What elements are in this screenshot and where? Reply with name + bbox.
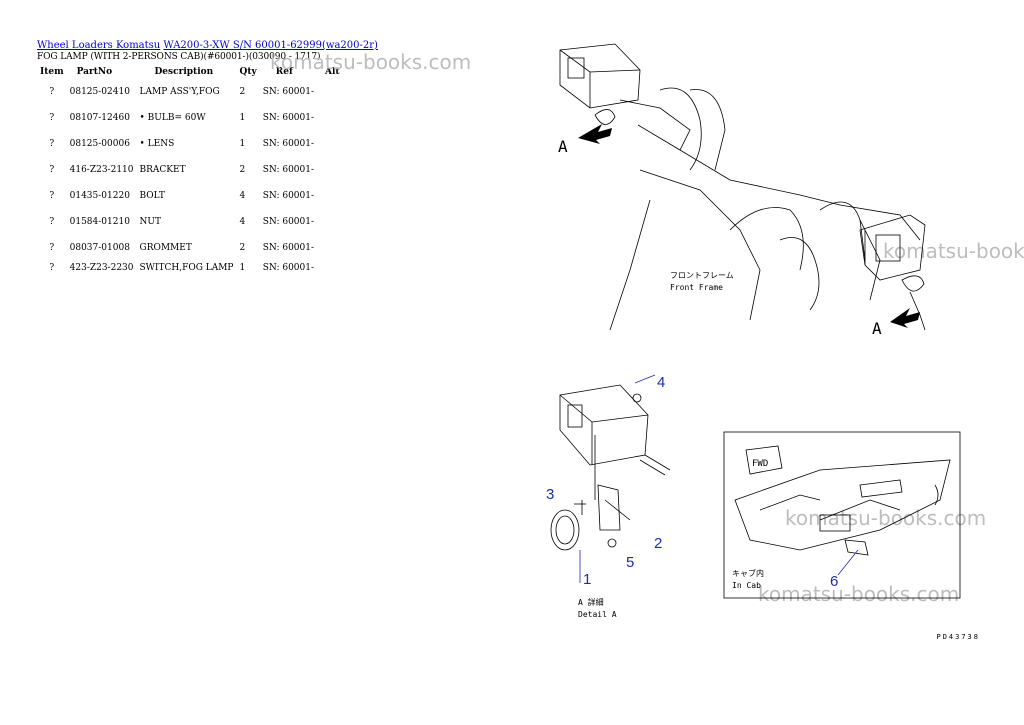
in-cab-label: In Cab (732, 581, 761, 590)
cell-item: ? (49, 243, 55, 253)
callout-1: 1 (583, 571, 591, 588)
callout-5: 5 (626, 554, 634, 571)
cell-partno: 08125-00006 (69, 139, 130, 149)
col-qty-header: Qty (239, 67, 257, 77)
detail-label-jp: A 詳細 (578, 597, 604, 607)
front-frame-drawing (559, 43, 926, 331)
table-row: ? 01435-01220 BOLT 4 SN: 60001- (37, 183, 343, 209)
cell-partno: 01584-01210 (69, 217, 130, 227)
cell-qty: 2 (239, 165, 246, 175)
detail-a-drawing (550, 384, 671, 551)
svg-text:A: A (872, 319, 882, 338)
callout-4: 4 (657, 374, 665, 391)
cell-alt (317, 131, 343, 157)
cell-description: NUT (139, 217, 161, 227)
svg-text:FWD: FWD (752, 459, 768, 469)
cell-item: ? (49, 165, 55, 175)
svg-text:A: A (558, 137, 568, 156)
front-frame-label: Front Frame (670, 283, 723, 292)
col-ref-header: Ref (275, 67, 293, 77)
cell-ref: SN: 60001- (262, 263, 315, 273)
callout-6: 6 (830, 573, 838, 590)
cell-description: SWITCH,FOG LAMP (139, 263, 234, 273)
cell-partno: 416-Z23-2110 (69, 165, 134, 175)
in-cab-drawing: FWD (734, 445, 951, 556)
cell-item: ? (49, 263, 55, 273)
cell-qty: 1 (239, 113, 246, 123)
cell-partno: 08107-12460 (69, 113, 130, 123)
cell-qty: 1 (239, 263, 246, 273)
table-row: ? 08125-02410 LAMP ASS'Y,FOG 2 SN: 60001- (37, 79, 343, 105)
cell-qty: 4 (239, 191, 246, 201)
view-arrow-a-bottom: A (872, 308, 920, 338)
cell-qty: 1 (239, 139, 246, 149)
cell-description: BOLT (139, 191, 165, 201)
drawing-code: PD43738 (936, 633, 980, 641)
cell-alt (317, 261, 343, 275)
cell-ref: SN: 60001- (262, 87, 315, 97)
cell-alt (317, 183, 343, 209)
col-partno-header: PartNo (76, 67, 113, 77)
cell-alt (317, 79, 343, 105)
cell-ref: SN: 60001- (262, 113, 315, 123)
page-subtitle: FOG LAMP (WITH 2-PERSONS CAB)(#60001-)(0… (37, 52, 321, 62)
cell-qty: 4 (239, 217, 246, 227)
cell-description: GROMMET (139, 243, 192, 253)
table-row: ? 08107-12460 • BULB= 60W 1 SN: 60001- (37, 105, 343, 131)
cell-description: LAMP ASS'Y,FOG (139, 87, 220, 97)
table-header-row: Item PartNo Description Qty Ref Alt (37, 65, 343, 79)
cell-ref: SN: 60001- (262, 217, 315, 227)
cell-description: • BULB= 60W (139, 113, 206, 123)
cell-ref: SN: 60001- (262, 165, 315, 175)
cell-description: BRACKET (139, 165, 186, 175)
cell-alt (317, 235, 343, 261)
cell-ref: SN: 60001- (262, 191, 315, 201)
cell-partno: 423-Z23-2230 (69, 263, 134, 273)
cell-partno: 01435-01220 (69, 191, 130, 201)
cell-qty: 2 (239, 243, 246, 253)
cell-partno: 08037-01008 (69, 243, 130, 253)
col-description-header: Description (154, 67, 214, 77)
cell-item: ? (49, 113, 55, 123)
cell-alt (317, 209, 343, 235)
breadcrumb-link-category[interactable]: Wheel Loaders Komatsu (37, 40, 161, 51)
cell-item: ? (49, 217, 55, 227)
callout-3: 3 (546, 486, 554, 503)
cell-alt (317, 157, 343, 183)
table-row: ? 423-Z23-2230 SWITCH,FOG LAMP 1 SN: 60001- (37, 261, 343, 275)
cell-qty: 2 (239, 87, 246, 97)
parts-diagram: A A フロントフレーム Front Frame 4 3 2 5 1 A 詳細 … (546, 43, 961, 619)
table-row: ? 08125-00006 • LENS 1 SN: 60001- (37, 131, 343, 157)
breadcrumb: Wheel Loaders Komatsu WA200-3-XW S/N 600… (37, 40, 378, 51)
cell-item: ? (49, 139, 55, 149)
col-alt-header: Alt (325, 67, 340, 77)
breadcrumb-link-model[interactable]: WA200-3-XW S/N 60001-62999(wa200-2r) (163, 40, 378, 51)
col-item-header: Item (40, 67, 64, 77)
detail-label: Detail A (578, 610, 617, 619)
in-cab-label-jp: キャブ内 (732, 568, 764, 578)
cell-ref: SN: 60001- (262, 243, 315, 253)
front-frame-label-jp: フロントフレーム (670, 271, 734, 280)
cell-partno: 08125-02410 (69, 87, 130, 97)
view-arrow-a-top: A (558, 124, 612, 156)
cell-ref: SN: 60001- (262, 139, 315, 149)
table-row: ? 01584-01210 NUT 4 SN: 60001- (37, 209, 343, 235)
cell-description: • LENS (139, 139, 175, 149)
cell-item: ? (49, 191, 55, 201)
cell-alt (317, 105, 343, 131)
cell-item: ? (49, 87, 55, 97)
table-row: ? 416-Z23-2110 BRACKET 2 SN: 60001- (37, 157, 343, 183)
parts-table: Item PartNo Description Qty Ref Alt ? 081… (37, 65, 343, 275)
table-row: ? 08037-01008 GROMMET 2 SN: 60001- (37, 235, 343, 261)
callout-2: 2 (654, 535, 662, 552)
in-cab-inset-frame (723, 431, 961, 599)
